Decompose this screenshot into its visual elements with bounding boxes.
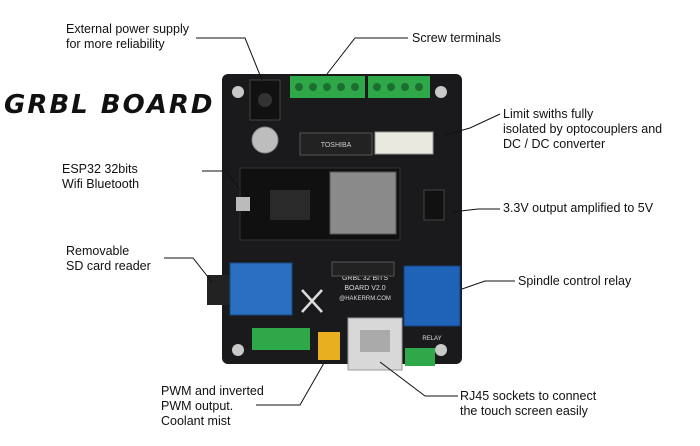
mounting-hole bbox=[232, 344, 244, 356]
esp32-shield-can bbox=[329, 171, 397, 235]
callout-output-amplified: 3.3V output amplified to 5V bbox=[503, 201, 654, 215]
callout-lines bbox=[164, 37, 515, 406]
board-name-line2: BOARD V2.0 bbox=[344, 285, 385, 292]
relay-terminal bbox=[405, 348, 435, 366]
callout-sd-reader: Removable SD card reader bbox=[66, 244, 151, 273]
board-name-line1: GRBL 32 BITS bbox=[342, 275, 388, 282]
logic-chip bbox=[331, 261, 395, 277]
mounting-hole bbox=[232, 86, 244, 98]
power-jack bbox=[249, 79, 281, 121]
callout-screw-terminals: Screw terminals bbox=[412, 31, 501, 45]
board-logo bbox=[301, 289, 323, 313]
callout-power: External power supply for more reliabili… bbox=[66, 22, 189, 51]
optocoupler-chip bbox=[299, 132, 373, 156]
capacitor bbox=[251, 126, 279, 154]
dc-dc-converter bbox=[374, 131, 434, 155]
mounting-hole bbox=[435, 86, 447, 98]
callout-spindle-relay: Spindle control relay bbox=[518, 274, 632, 288]
esp32-chip bbox=[270, 190, 310, 220]
callout-limit-switches: Limit swiths fully isolated by optocoupl… bbox=[503, 107, 663, 151]
callout-esp32: ESP32 32bits Wifi Bluetooth bbox=[62, 162, 140, 191]
product-title: GRBL BOARD bbox=[4, 90, 215, 120]
power-jack-socket bbox=[258, 93, 272, 107]
rj45-opening bbox=[360, 330, 390, 352]
voltage-regulator bbox=[423, 189, 445, 221]
callout-pwm-output: PWM and inverted PWM output. Coolant mis… bbox=[161, 384, 264, 428]
spindle-relay bbox=[403, 265, 461, 327]
relay-label: RELAY bbox=[422, 336, 441, 342]
usb-port bbox=[236, 197, 250, 211]
mounting-hole bbox=[435, 344, 447, 356]
chip-label: TOSHIBA bbox=[321, 142, 352, 149]
pwm-jumpers bbox=[318, 332, 340, 360]
callout-rj45: RJ45 sockets to connect the touch screen… bbox=[460, 389, 597, 418]
screw-terminal-block-2 bbox=[368, 76, 430, 98]
board-site: @HAKERRM.COM bbox=[339, 296, 391, 302]
pwm-terminal-block bbox=[252, 328, 310, 350]
sd-card-reader bbox=[229, 262, 293, 316]
